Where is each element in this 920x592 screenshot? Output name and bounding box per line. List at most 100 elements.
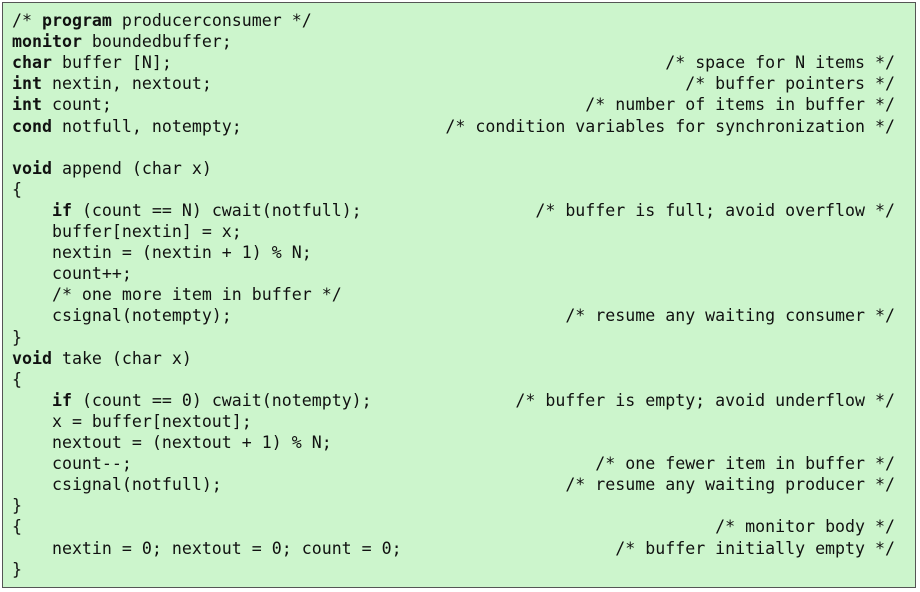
code-fragment: {: [12, 517, 22, 537]
code-comment: /* buffer pointers */: [685, 74, 895, 94]
code-line: int count; /* number of items in buffer *…: [12, 94, 915, 115]
code-line: nextin = 0; nextout = 0; count = 0; /* bu…: [12, 538, 915, 559]
code-line: x = buffer[nextout];: [12, 411, 915, 432]
keyword: void: [12, 158, 52, 178]
code-comment: /* buffer is full; avoid overflow */: [535, 200, 895, 220]
keyword: cond: [12, 116, 52, 136]
code-fragment: take (char x): [51, 348, 192, 368]
code-fragment: notfull, notempty;: [51, 116, 242, 136]
code-comment: /* condition variables for synchronizati…: [445, 116, 895, 136]
code-fragment: nextout = (nextout + 1) % N;: [12, 433, 332, 452]
code-fragment: x = buffer[nextout];: [12, 411, 252, 431]
code-line: nextin = (nextin + 1) % N;: [12, 242, 915, 263]
keyword: monitor: [12, 32, 82, 52]
code-comment: /* one fewer item in buffer */: [595, 454, 895, 474]
code-line: }: [12, 495, 915, 516]
code-text: nextin = (nextin + 1) % N;: [12, 242, 312, 263]
code-comment: /* buffer initially empty */: [615, 538, 895, 558]
keyword: int: [12, 95, 42, 115]
code-text: int nextin, nextout;: [12, 73, 212, 94]
code-line: buffer[nextin] = x;: [12, 221, 915, 242]
code-text: }: [12, 327, 22, 348]
code-text: {: [12, 179, 22, 200]
code-fragment: {: [12, 179, 22, 199]
code-fragment: nextin = (nextin + 1) % N;: [12, 243, 312, 263]
code-text: nextin = 0; nextout = 0; count = 0;: [12, 538, 402, 559]
code-text: }: [12, 495, 22, 516]
code-comment: /* monitor body */: [715, 517, 895, 537]
code-fragment: }: [12, 327, 22, 347]
code-comment: /* buffer is empty; avoid underflow */: [515, 390, 895, 410]
code-text: int count;: [12, 94, 112, 115]
code-text: cond notfull, notempty;: [12, 116, 242, 137]
code-fragment: (count == 0) cwait(notempty);: [71, 390, 372, 410]
code-line: if (count == N) cwait(notfull); /* buffer…: [12, 200, 915, 221]
code-comment: /* space for N items */: [665, 53, 895, 73]
code-line: int nextin, nextout; /* buffer pointers *…: [12, 73, 915, 94]
code-fragment: count--;: [12, 454, 132, 474]
code-line: void append (char x): [12, 158, 915, 179]
code-fragment: buffer [N];: [51, 53, 172, 73]
code-text: count++;: [12, 263, 132, 284]
code-fragment: count++;: [12, 264, 132, 284]
code-line: { /* monitor body */: [12, 516, 915, 537]
code-line: [12, 137, 915, 158]
code-text: count--;: [12, 453, 132, 474]
code-line: if (count == 0) cwait(notempty); /* buffe…: [12, 390, 915, 411]
keyword: if: [51, 200, 72, 220]
code-comment: /* number of items in buffer */: [585, 95, 895, 115]
code-fragment: buffer[nextin] = x;: [12, 222, 242, 241]
code-line: csignal(notfull); /* resume any waiting p…: [12, 474, 915, 495]
code-text: buffer[nextin] = x;: [12, 221, 242, 242]
code-text: /* one more item in buffer */: [12, 284, 342, 305]
code-fragment: boundedbuffer;: [81, 32, 232, 52]
code-line: }: [12, 327, 915, 348]
keyword: void: [12, 348, 52, 368]
code-text: x = buffer[nextout];: [12, 411, 252, 432]
code-text: csignal(notempty);: [12, 305, 232, 326]
code-comment: /* resume any waiting consumer */: [565, 306, 895, 326]
code-fragment: }: [12, 559, 22, 579]
code-fragment: /* one more item in buffer */: [12, 285, 342, 305]
code-text: {: [12, 369, 22, 390]
code-text: {: [12, 516, 22, 537]
program-keyword: program: [41, 11, 112, 30]
code-line: char buffer [N]; /* space for N items */: [12, 52, 915, 73]
header-text: /* program producerconsumer */: [12, 11, 312, 30]
code-text: if (count == 0) cwait(notempty);: [12, 390, 372, 411]
code-line: csignal(notempty); /* resume any waiting …: [12, 305, 915, 326]
code-line: }: [12, 559, 915, 580]
code-line-header: /* program producerconsumer */: [12, 10, 915, 31]
code-line: count--; /* one fewer item in buffer */: [12, 453, 915, 474]
code-line: {: [12, 369, 915, 390]
code-text: monitor boundedbuffer;: [12, 31, 232, 52]
code-text: nextout = (nextout + 1) % N;: [12, 432, 332, 453]
indent: [12, 201, 52, 220]
code-fragment: nextin = 0; nextout = 0; count = 0;: [12, 538, 402, 558]
code-fragment: }: [12, 496, 22, 516]
code-line: monitor boundedbuffer;: [12, 31, 915, 52]
code-text: csignal(notfull);: [12, 474, 222, 495]
code-text: char buffer [N];: [12, 52, 172, 73]
code-fragment: count;: [41, 95, 112, 115]
code-text: void take (char x): [12, 348, 192, 369]
code-line: /* one more item in buffer */: [12, 284, 915, 305]
code-text: void append (char x): [12, 158, 212, 179]
code-fragment: csignal(notfull);: [12, 475, 222, 495]
code-line: {: [12, 179, 915, 200]
keyword: char: [12, 53, 52, 73]
keyword: int: [12, 74, 42, 94]
code-line: void take (char x): [12, 348, 915, 369]
code-text: if (count == N) cwait(notfull);: [12, 200, 362, 221]
indent: [12, 391, 52, 410]
code-line: count++;: [12, 263, 915, 284]
code-fragment: csignal(notempty);: [12, 306, 232, 326]
code-comment: /* resume any waiting producer */: [565, 475, 895, 495]
code-fragment: (count == N) cwait(notfull);: [71, 200, 362, 220]
code-fragment: {: [12, 369, 22, 389]
code-line: nextout = (nextout + 1) % N;: [12, 432, 915, 453]
code-fragment: append (char x): [51, 158, 212, 178]
code-fragment: nextin, nextout;: [41, 74, 212, 94]
code-line: cond notfull, notempty; /* condition vari…: [12, 116, 915, 137]
